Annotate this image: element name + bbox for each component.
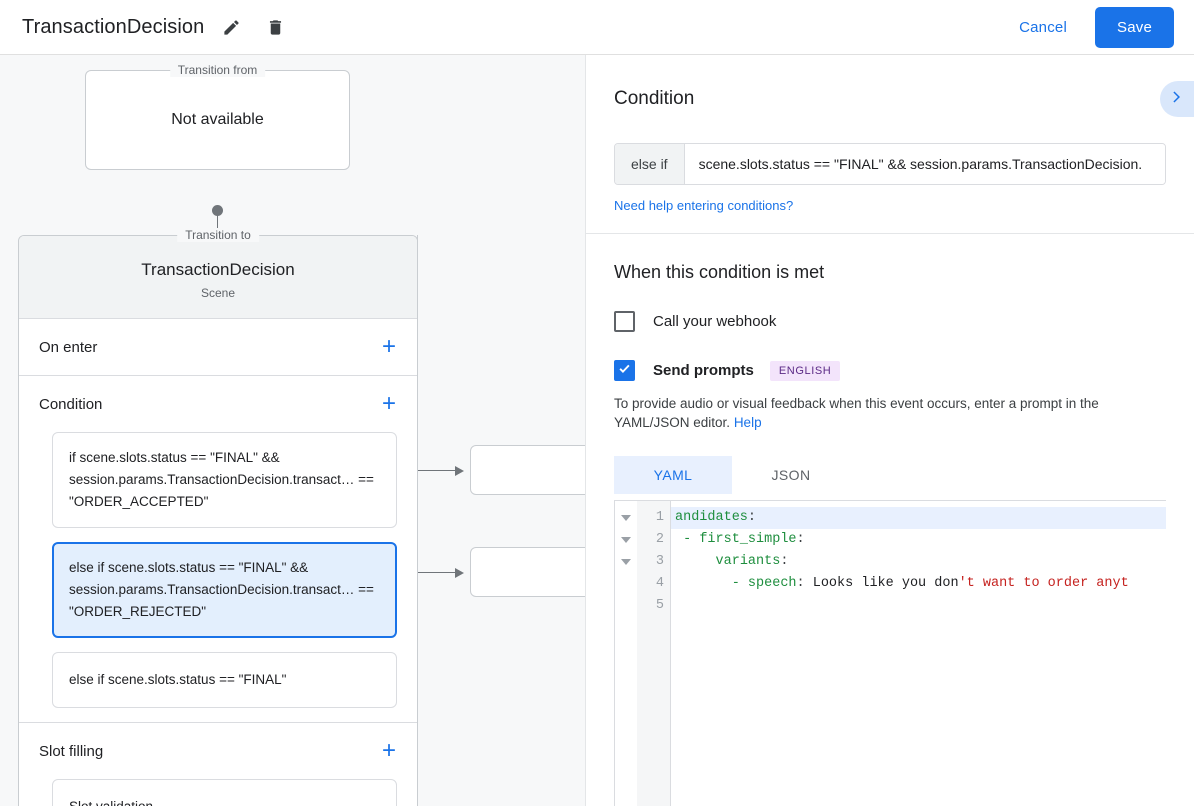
condition-detail-panel: Condition else if Need help entering con… xyxy=(585,55,1194,806)
fold-spacer xyxy=(615,573,637,595)
section-header-condition: Condition + xyxy=(19,376,417,432)
code-token: - xyxy=(675,576,748,591)
code-fold-column xyxy=(615,501,637,806)
send-prompts-checkbox[interactable] xyxy=(614,360,635,381)
pencil-icon xyxy=(222,18,241,37)
fold-toggle-icon[interactable] xyxy=(615,507,637,529)
branch-target-box-2[interactable] xyxy=(470,547,585,597)
condition-item[interactable]: else if scene.slots.status == "FINAL" xyxy=(52,652,397,708)
code-token: - xyxy=(675,532,700,547)
code-token: speech xyxy=(747,576,797,591)
send-prompts-label: Send prompts xyxy=(653,362,754,379)
section-condition: Condition + if scene.slots.status == "FI… xyxy=(19,376,417,723)
branch-target-box-1[interactable] xyxy=(470,445,585,495)
code-token: variants xyxy=(715,554,781,569)
code-token: first_simple xyxy=(699,532,797,547)
language-badge: ENGLISH xyxy=(769,360,841,381)
prompt-help-link[interactable]: Help xyxy=(733,415,762,430)
when-condition-met-heading: When this condition is met xyxy=(614,262,825,282)
delete-button[interactable] xyxy=(258,10,292,44)
transition-from-value: Not available xyxy=(171,111,264,128)
add-on-enter-button[interactable]: + xyxy=(377,335,401,359)
transition-from-legend: Transition from xyxy=(169,63,266,77)
scene-graph-workspace: Transition from Not available Transition… xyxy=(0,55,585,806)
section-header-slot-filling: Slot filling + xyxy=(19,723,417,779)
condition-header: Condition xyxy=(614,81,1194,117)
webhook-row[interactable]: Call your webhook xyxy=(614,311,1166,332)
section-slot-filling: Slot filling + Slot validation xyxy=(19,723,417,806)
chevron-right-icon xyxy=(1168,88,1186,111)
branch-arrow-1 xyxy=(455,466,464,476)
page-title: TransactionDecision xyxy=(22,15,205,38)
scene-type: Scene xyxy=(200,286,236,300)
code-line[interactable]: - first_simple: xyxy=(671,529,1166,551)
code-token xyxy=(675,554,716,569)
add-condition-button[interactable]: + xyxy=(377,392,401,416)
add-slot-filling-button[interactable]: + xyxy=(377,739,401,763)
condition-item[interactable]: else if scene.slots.status == "FINAL" &&… xyxy=(52,542,397,638)
code-line[interactable]: - speech: Looks like you don't want to o… xyxy=(671,573,1166,595)
code-token: 't want to order anyt xyxy=(958,576,1129,591)
condition-input-row[interactable]: else if xyxy=(614,143,1166,185)
code-content-area[interactable]: andidates: - first_simple: variants: - s… xyxy=(671,501,1166,806)
branch-arrow-2 xyxy=(455,568,464,578)
code-token: andidates xyxy=(675,510,748,525)
code-token: Looks like you don xyxy=(812,576,959,591)
collapse-panel-button[interactable] xyxy=(1160,81,1194,117)
slot-validation-item[interactable]: Slot validation xyxy=(52,779,397,806)
code-line[interactable] xyxy=(671,595,1166,617)
code-line[interactable]: variants: xyxy=(671,551,1166,573)
scene-header[interactable]: TransactionDecision Scene xyxy=(19,236,417,319)
call-webhook-label: Call your webhook xyxy=(653,313,777,330)
section-header-on-enter: On enter + xyxy=(19,319,417,375)
when-condition-met-block: When this condition is met Call your web… xyxy=(586,234,1194,806)
save-button[interactable]: Save xyxy=(1095,6,1174,48)
send-prompts-row[interactable]: Send prompts ENGLISH xyxy=(614,360,1166,381)
code-line-number: 1 xyxy=(655,510,664,525)
code-line-number: 2 xyxy=(655,532,664,547)
section-title-on-enter: On enter xyxy=(39,338,98,356)
trash-icon xyxy=(266,18,285,37)
scene-name: TransactionDecision xyxy=(141,260,295,279)
transition-to-node: Transition to TransactionDecision Scene … xyxy=(18,228,418,806)
edit-name-button[interactable] xyxy=(214,10,248,44)
condition-prefix-label: else if xyxy=(615,144,685,184)
condition-heading: Condition xyxy=(614,88,695,109)
prompt-hint-body: To provide audio or visual feedback when… xyxy=(614,396,1099,430)
yaml-code-editor[interactable]: 1 2 3 4 5 andidates: - first_simple: variant… xyxy=(614,500,1166,806)
transition-from-node[interactable]: Transition from Not available xyxy=(85,63,350,170)
section-on-enter: On enter + xyxy=(19,319,417,376)
editor-format-tabs: YAML JSON xyxy=(614,456,1166,494)
code-token: : xyxy=(780,554,789,569)
fold-toggle-icon[interactable] xyxy=(615,551,637,573)
code-line-number: 3 xyxy=(655,554,664,569)
condition-editor-block: Condition else if Need help entering con… xyxy=(586,55,1194,234)
fold-toggle-icon[interactable] xyxy=(615,529,637,551)
top-bar: TransactionDecision Cancel Save xyxy=(0,0,1194,55)
checkmark-icon xyxy=(617,361,632,381)
condition-help-link[interactable]: Need help entering conditions? xyxy=(614,198,794,213)
code-token: : xyxy=(796,532,805,547)
tab-yaml[interactable]: YAML xyxy=(614,456,732,494)
transition-to-legend: Transition to xyxy=(177,228,259,242)
tab-json[interactable]: JSON xyxy=(771,467,811,483)
cancel-button[interactable]: Cancel xyxy=(1003,11,1083,44)
branch-line-1 xyxy=(399,470,455,471)
code-line-number: 4 xyxy=(655,576,664,591)
prompt-hint-text: To provide audio or visual feedback when… xyxy=(614,394,1166,432)
section-title-condition: Condition xyxy=(39,395,103,413)
code-line[interactable]: andidates: xyxy=(671,507,1166,529)
call-webhook-checkbox[interactable] xyxy=(614,311,635,332)
branch-line-2 xyxy=(399,572,455,573)
condition-expression-input[interactable] xyxy=(684,144,1165,184)
code-token: : xyxy=(747,510,757,525)
condition-item[interactable]: if scene.slots.status == "FINAL" && sess… xyxy=(52,432,397,528)
code-line-number: 5 xyxy=(655,598,664,613)
connector-dot-source xyxy=(212,205,223,216)
section-title-slot-filling: Slot filling xyxy=(39,742,104,760)
fold-spacer xyxy=(615,595,637,617)
code-line-number-gutter: 1 2 3 4 5 xyxy=(637,501,671,806)
code-token: : xyxy=(796,576,813,591)
